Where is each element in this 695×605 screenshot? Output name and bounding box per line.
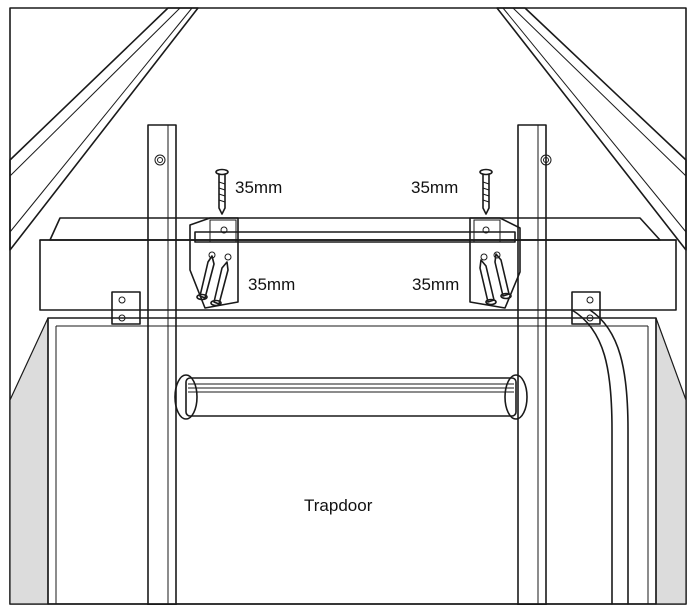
mounting-bracket-right bbox=[469, 217, 521, 309]
screw-bottom-left-b bbox=[210, 261, 229, 307]
screw-top-left bbox=[215, 168, 229, 215]
cross-bar bbox=[194, 231, 516, 243]
mounting-bracket-left bbox=[189, 217, 239, 309]
label-trapdoor: Trapdoor bbox=[304, 496, 373, 515]
label-screw-bottom-right: 35mm bbox=[412, 275, 459, 294]
trapdoor-panel bbox=[47, 317, 657, 605]
screw-top-right bbox=[479, 168, 493, 215]
screw-bottom-left-a bbox=[196, 255, 215, 301]
screw-bottom-right-b bbox=[494, 253, 512, 300]
label-screw-top-left: 35mm bbox=[235, 178, 282, 197]
hinge-bracket-right bbox=[571, 291, 601, 325]
hand-rail bbox=[571, 309, 629, 605]
ladder-stile-left bbox=[147, 124, 177, 605]
label-screw-top-right: 35mm bbox=[411, 178, 458, 197]
wall-shade-left bbox=[9, 317, 49, 605]
ceiling-beam bbox=[39, 217, 677, 241]
wall-shade-right bbox=[655, 317, 687, 605]
screw-bottom-right-a bbox=[479, 259, 497, 306]
hatch-frame bbox=[39, 239, 677, 311]
rafter-right bbox=[496, 7, 687, 251]
label-screw-bottom-left: 35mm bbox=[248, 275, 295, 294]
hinge-bracket-left bbox=[111, 291, 141, 325]
ladder-stile-right bbox=[517, 124, 552, 605]
rafter-left bbox=[9, 7, 199, 251]
ladder-rung bbox=[174, 374, 528, 420]
